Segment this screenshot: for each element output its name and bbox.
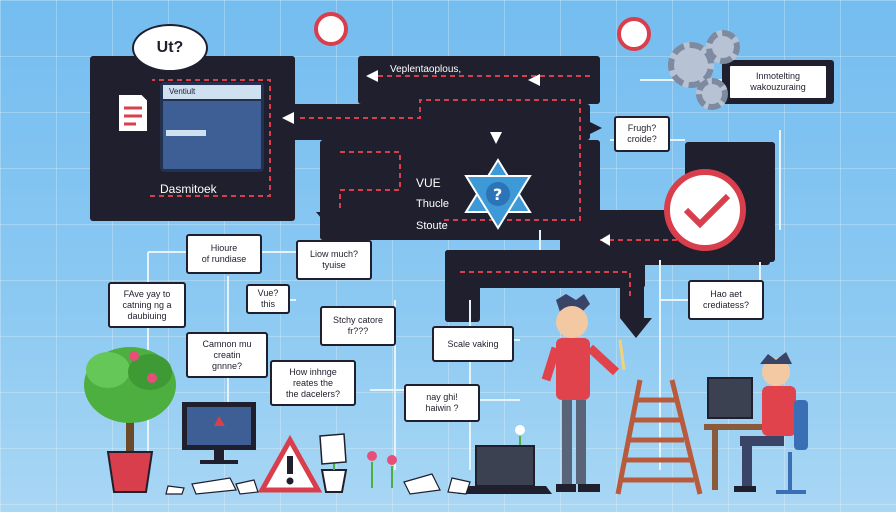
label-frugh: Frugh? croide? [614, 116, 670, 152]
center-line-3: Stoute [416, 220, 448, 232]
label-fave: FAve yay to catning ng a daubiuing [108, 282, 186, 328]
label-vue-this: Vue? this [246, 284, 290, 314]
vue-star-icon: ? [466, 160, 530, 228]
gear-icon-bottom [696, 78, 728, 110]
window-footer-label: Dasmitoek [160, 182, 217, 196]
desk-person [704, 352, 808, 492]
label-cannon: Camnon mu creatin gnnne? [186, 332, 268, 378]
label-hao: Hao aet crediatess? [688, 280, 764, 320]
window-sidebar-button [166, 130, 206, 136]
clock-icon-left [314, 12, 348, 46]
standing-person [546, 294, 624, 492]
label-how-inhnge: How inhnge reates the the dacelers? [270, 360, 356, 406]
label-house: Hioure of rundiase [186, 234, 262, 274]
speech-bubble: Ut? [132, 24, 208, 72]
label-stchy: Stchy catore fr??? [320, 306, 396, 346]
center-line-2: Thucle [416, 198, 449, 210]
top-banner-text: Veplentaoplous, [390, 64, 461, 75]
window-title: Ventiult [163, 85, 261, 101]
gear-icon-small [706, 30, 740, 64]
potted-plant [84, 347, 176, 492]
document-icon [118, 94, 148, 132]
label-how-much: Liow much? tyuise [296, 240, 372, 280]
warning-icon [262, 440, 318, 490]
warning-window: Ventiult [160, 82, 264, 172]
center-line-1: VUE [416, 176, 441, 190]
svg-text:?: ? [493, 185, 502, 204]
label-nay: nay ghi! haiwin ? [404, 384, 480, 422]
monitor-icon [182, 402, 256, 464]
clock-icon-right [617, 17, 651, 51]
laptop-icon [458, 446, 552, 494]
checkmark-icon [667, 172, 743, 248]
label-scale: Scale vaking [432, 326, 514, 362]
top-right-box: Inmotelting wakouzuraing [728, 64, 828, 100]
